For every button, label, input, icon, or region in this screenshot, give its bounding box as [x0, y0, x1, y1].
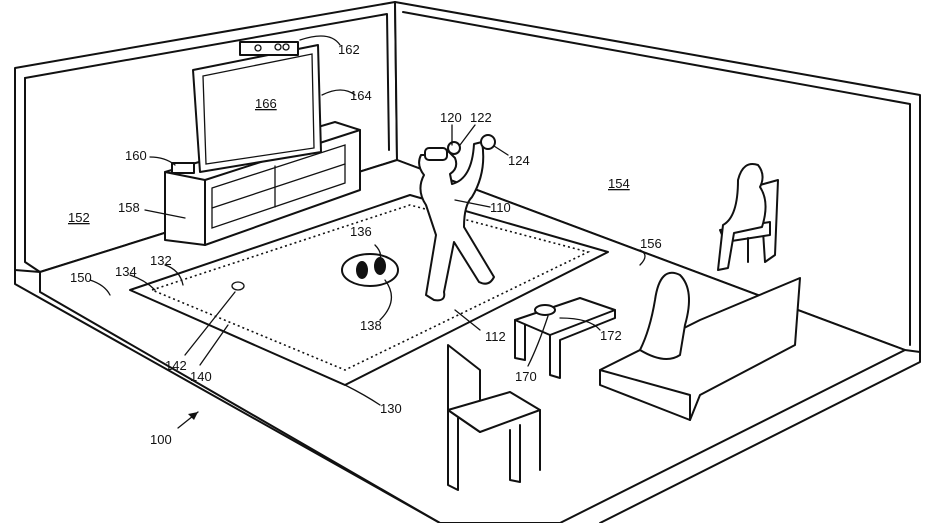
label-140: 140	[190, 369, 212, 384]
label-130: 130	[380, 401, 402, 416]
label-122: 122	[470, 110, 492, 125]
label-152: 152	[68, 210, 90, 225]
user-figure	[341, 134, 496, 302]
label-132: 132	[150, 253, 172, 268]
label-150: 150	[70, 270, 92, 285]
label-162: 162	[338, 42, 360, 57]
label-138: 138	[360, 318, 382, 333]
label-112: 112	[485, 329, 506, 344]
sofa-with-person	[599, 271, 801, 421]
label-158: 158	[118, 200, 140, 215]
leader-lines	[89, 35, 646, 429]
label-166: 166	[255, 96, 277, 111]
label-134: 134	[115, 264, 137, 279]
label-136: 136	[350, 224, 372, 239]
label-156: 156	[640, 236, 662, 251]
television	[192, 41, 322, 173]
label-170: 170	[515, 369, 537, 384]
label-160: 160	[125, 148, 147, 163]
coffee-table	[514, 297, 616, 379]
rug	[129, 194, 609, 386]
label-142: 142	[165, 358, 187, 373]
label-110: 110	[490, 200, 511, 215]
label-154: 154	[608, 176, 630, 191]
label-120: 120	[440, 110, 462, 125]
label-124: 124	[508, 153, 530, 168]
label-164: 164	[350, 88, 372, 103]
chair-with-person	[717, 163, 779, 271]
reference-labels: 162 164 166 160 158 152 150 134 132 136 …	[68, 42, 662, 447]
label-172: 172	[600, 328, 622, 343]
chair-front	[447, 344, 541, 491]
label-100: 100	[150, 432, 172, 447]
